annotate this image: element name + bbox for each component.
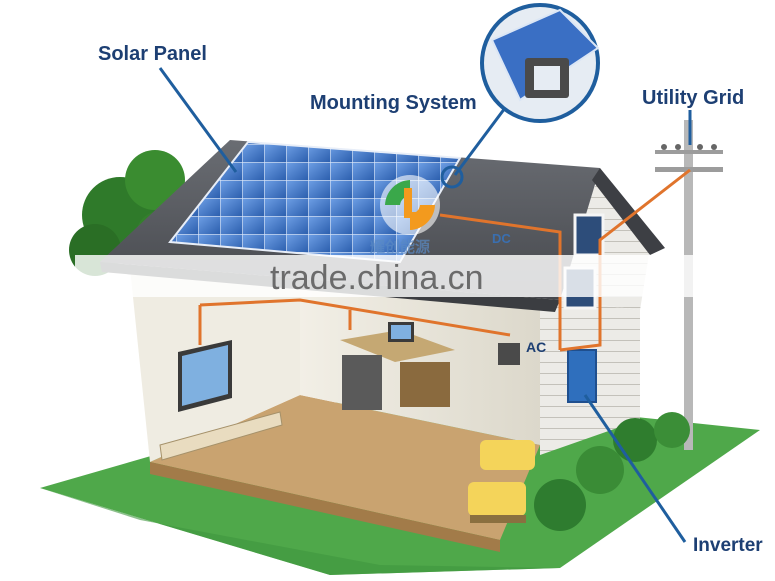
gable-window — [573, 213, 605, 257]
desk — [340, 322, 455, 410]
bushes — [534, 412, 690, 531]
callout-line-mounting — [453, 107, 507, 176]
house-floor-edge — [150, 462, 500, 552]
ac-label: AC — [526, 339, 546, 355]
lawn-shade — [40, 488, 560, 575]
tv-cabinet — [159, 411, 283, 461]
callout-line-inverter — [583, 394, 687, 543]
inverter-unit — [567, 349, 597, 403]
mounting-marker — [440, 165, 464, 189]
utility-grid-label: Utility Grid — [642, 87, 744, 109]
callout-line-solar — [158, 67, 238, 173]
watermark-band — [75, 255, 695, 297]
callout-circle-mounting — [480, 3, 600, 123]
logo-caption: 耀创能源 — [369, 238, 430, 256]
logo-mark — [380, 175, 440, 235]
dc-label: DC — [492, 231, 511, 246]
television — [178, 340, 232, 412]
wiring — [198, 168, 691, 352]
solar-panel-label: Solar Panel — [98, 43, 207, 65]
roof-right — [592, 168, 665, 255]
inverter-label: Inverter — [693, 535, 763, 556]
watermark-text: trade.china.cn — [270, 259, 484, 297]
mounting-system-label: Mounting System — [310, 92, 477, 114]
armchairs — [468, 440, 535, 523]
meter-box — [498, 343, 520, 365]
